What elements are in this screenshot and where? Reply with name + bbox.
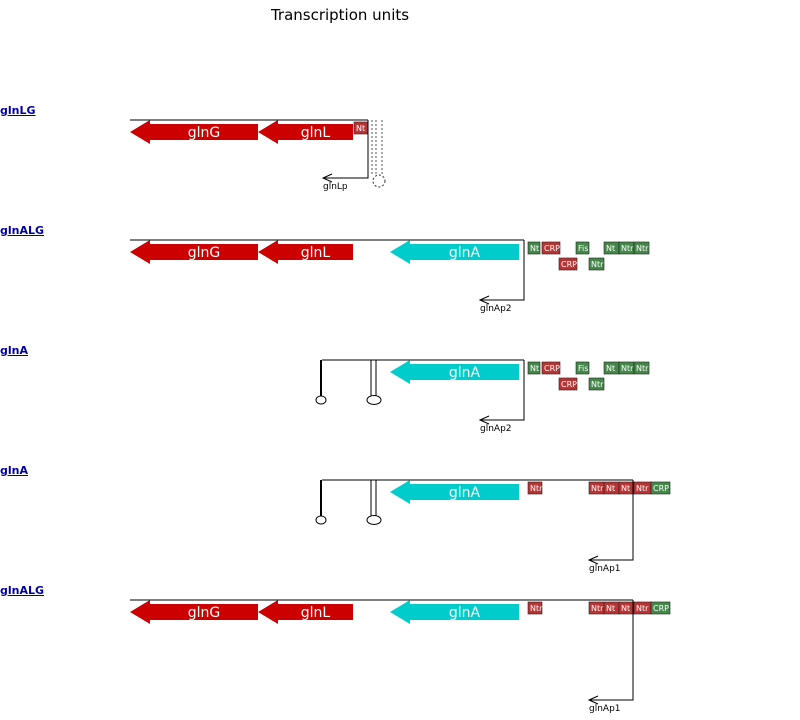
binding-site-Ntr — [527, 481, 543, 495]
terminator-loop-icon — [315, 395, 327, 405]
binding-site-label: Ntr — [530, 604, 543, 613]
promoter-arrowhead-icon — [587, 555, 599, 565]
promoter-arrow — [589, 600, 634, 701]
binding-site-label: Nt — [606, 364, 615, 373]
binding-site-Fis — [575, 361, 590, 375]
binding-site-label: Nt — [621, 484, 630, 493]
gene-arrow-glnG — [130, 600, 258, 624]
gene-arrow-glnG — [130, 240, 258, 264]
gene-arrow-glnL — [258, 240, 353, 264]
binding-site-label: Nt — [606, 244, 615, 253]
binding-site-label: CRP — [544, 244, 560, 253]
gene-label-glnA: glnA — [449, 245, 481, 261]
gene-arrow-glnL — [258, 120, 353, 144]
binding-site-Fis — [575, 241, 590, 255]
gene-arrow-glnA — [390, 240, 519, 264]
binding-site-CRP — [541, 361, 561, 375]
binding-site-label: Nt — [621, 604, 630, 613]
binding-site-label: Ntr — [530, 484, 543, 493]
binding-site-Ntr — [588, 377, 605, 391]
terminator-loop-icon — [366, 395, 382, 405]
binding-site-label: CRP — [653, 484, 669, 493]
gene-arrow-glnL — [258, 600, 353, 624]
binding-site-label: Fis — [578, 244, 588, 253]
page-title: Transcription units — [270, 6, 410, 24]
binding-site-CRP — [558, 377, 578, 391]
promoter-label: glnAp1 — [589, 564, 621, 574]
binding-site-label: Nt — [606, 604, 615, 613]
unit-link-glnLG[interactable]: glnLG — [0, 104, 36, 117]
terminator-loop-icon — [372, 174, 386, 188]
binding-site-label: Ntr — [591, 380, 604, 389]
promoter-arrowhead-icon — [321, 173, 333, 183]
binding-site-label: CRP — [544, 364, 560, 373]
promoter-arrowhead-icon — [587, 695, 599, 705]
binding-site-label: CRP — [561, 260, 577, 269]
promoter-arrowhead-icon — [478, 295, 490, 305]
binding-site-label: Ntr — [636, 244, 649, 253]
gene-label-glnL: glnL — [301, 125, 331, 141]
binding-site-label: Ntr — [591, 484, 604, 493]
binding-site-CRP — [650, 601, 671, 615]
binding-site-label: Fis — [578, 364, 588, 373]
promoter-label: glnAp2 — [480, 304, 512, 314]
binding-site-label: Ntr — [636, 364, 649, 373]
binding-site-CRP — [541, 241, 561, 255]
gene-label-glnA: glnA — [449, 365, 481, 381]
gene-label-glnL: glnL — [301, 245, 331, 261]
promoter-label: glnAp1 — [589, 704, 621, 714]
binding-site-label: Ntr — [591, 260, 604, 269]
binding-site-label: Ntr — [621, 364, 634, 373]
binding-site-label: CRP — [561, 380, 577, 389]
binding-site-Nt — [527, 361, 541, 375]
binding-site-label: Nt — [530, 364, 539, 373]
terminator-loop-icon — [366, 515, 382, 525]
binding-site-label: Nt — [356, 124, 365, 133]
promoter-arrow — [480, 360, 525, 421]
binding-site-label: CRP — [653, 604, 669, 613]
promoter-label: glnAp2 — [480, 424, 512, 434]
binding-site-label: Ntr — [621, 244, 634, 253]
binding-site-label: Ntr — [636, 604, 649, 613]
binding-site-Nt — [527, 241, 541, 255]
promoter-arrow — [589, 480, 634, 561]
gene-arrow-glnA — [390, 360, 519, 384]
gene-label-glnL: glnL — [301, 605, 331, 621]
gene-label-glnG: glnG — [188, 245, 221, 261]
binding-site-label: Ntr — [636, 484, 649, 493]
gene-label-glnG: glnG — [188, 125, 221, 141]
binding-site-label: Ntr — [591, 604, 604, 613]
gene-label-glnA: glnA — [449, 605, 481, 621]
gene-arrow-glnG — [130, 120, 258, 144]
binding-site-Ntr — [527, 601, 543, 615]
binding-site-Ntr — [633, 241, 650, 255]
binding-site-CRP — [558, 257, 578, 271]
unit-link-glnA[interactable]: glnA — [0, 344, 28, 357]
binding-site-Ntr — [588, 257, 605, 271]
promoter-arrow — [323, 120, 369, 179]
gene-arrow-glnA — [390, 480, 519, 504]
binding-site-Ntr — [633, 361, 650, 375]
terminator-loop-icon — [315, 515, 327, 525]
binding-site-label: Nt — [530, 244, 539, 253]
gene-arrow-glnA — [390, 600, 519, 624]
binding-site-CRP — [650, 481, 671, 495]
gene-label-glnG: glnG — [188, 605, 221, 621]
binding-site-label: Nt — [606, 484, 615, 493]
promoter-arrowhead-icon — [478, 415, 490, 425]
promoter-label: glnLp — [323, 182, 348, 192]
unit-link-glnA[interactable]: glnA — [0, 464, 28, 477]
promoter-arrow — [480, 240, 525, 301]
gene-label-glnA: glnA — [449, 485, 481, 501]
unit-link-glnALG[interactable]: glnALG — [0, 224, 45, 237]
unit-link-glnALG[interactable]: glnALG — [0, 584, 45, 597]
